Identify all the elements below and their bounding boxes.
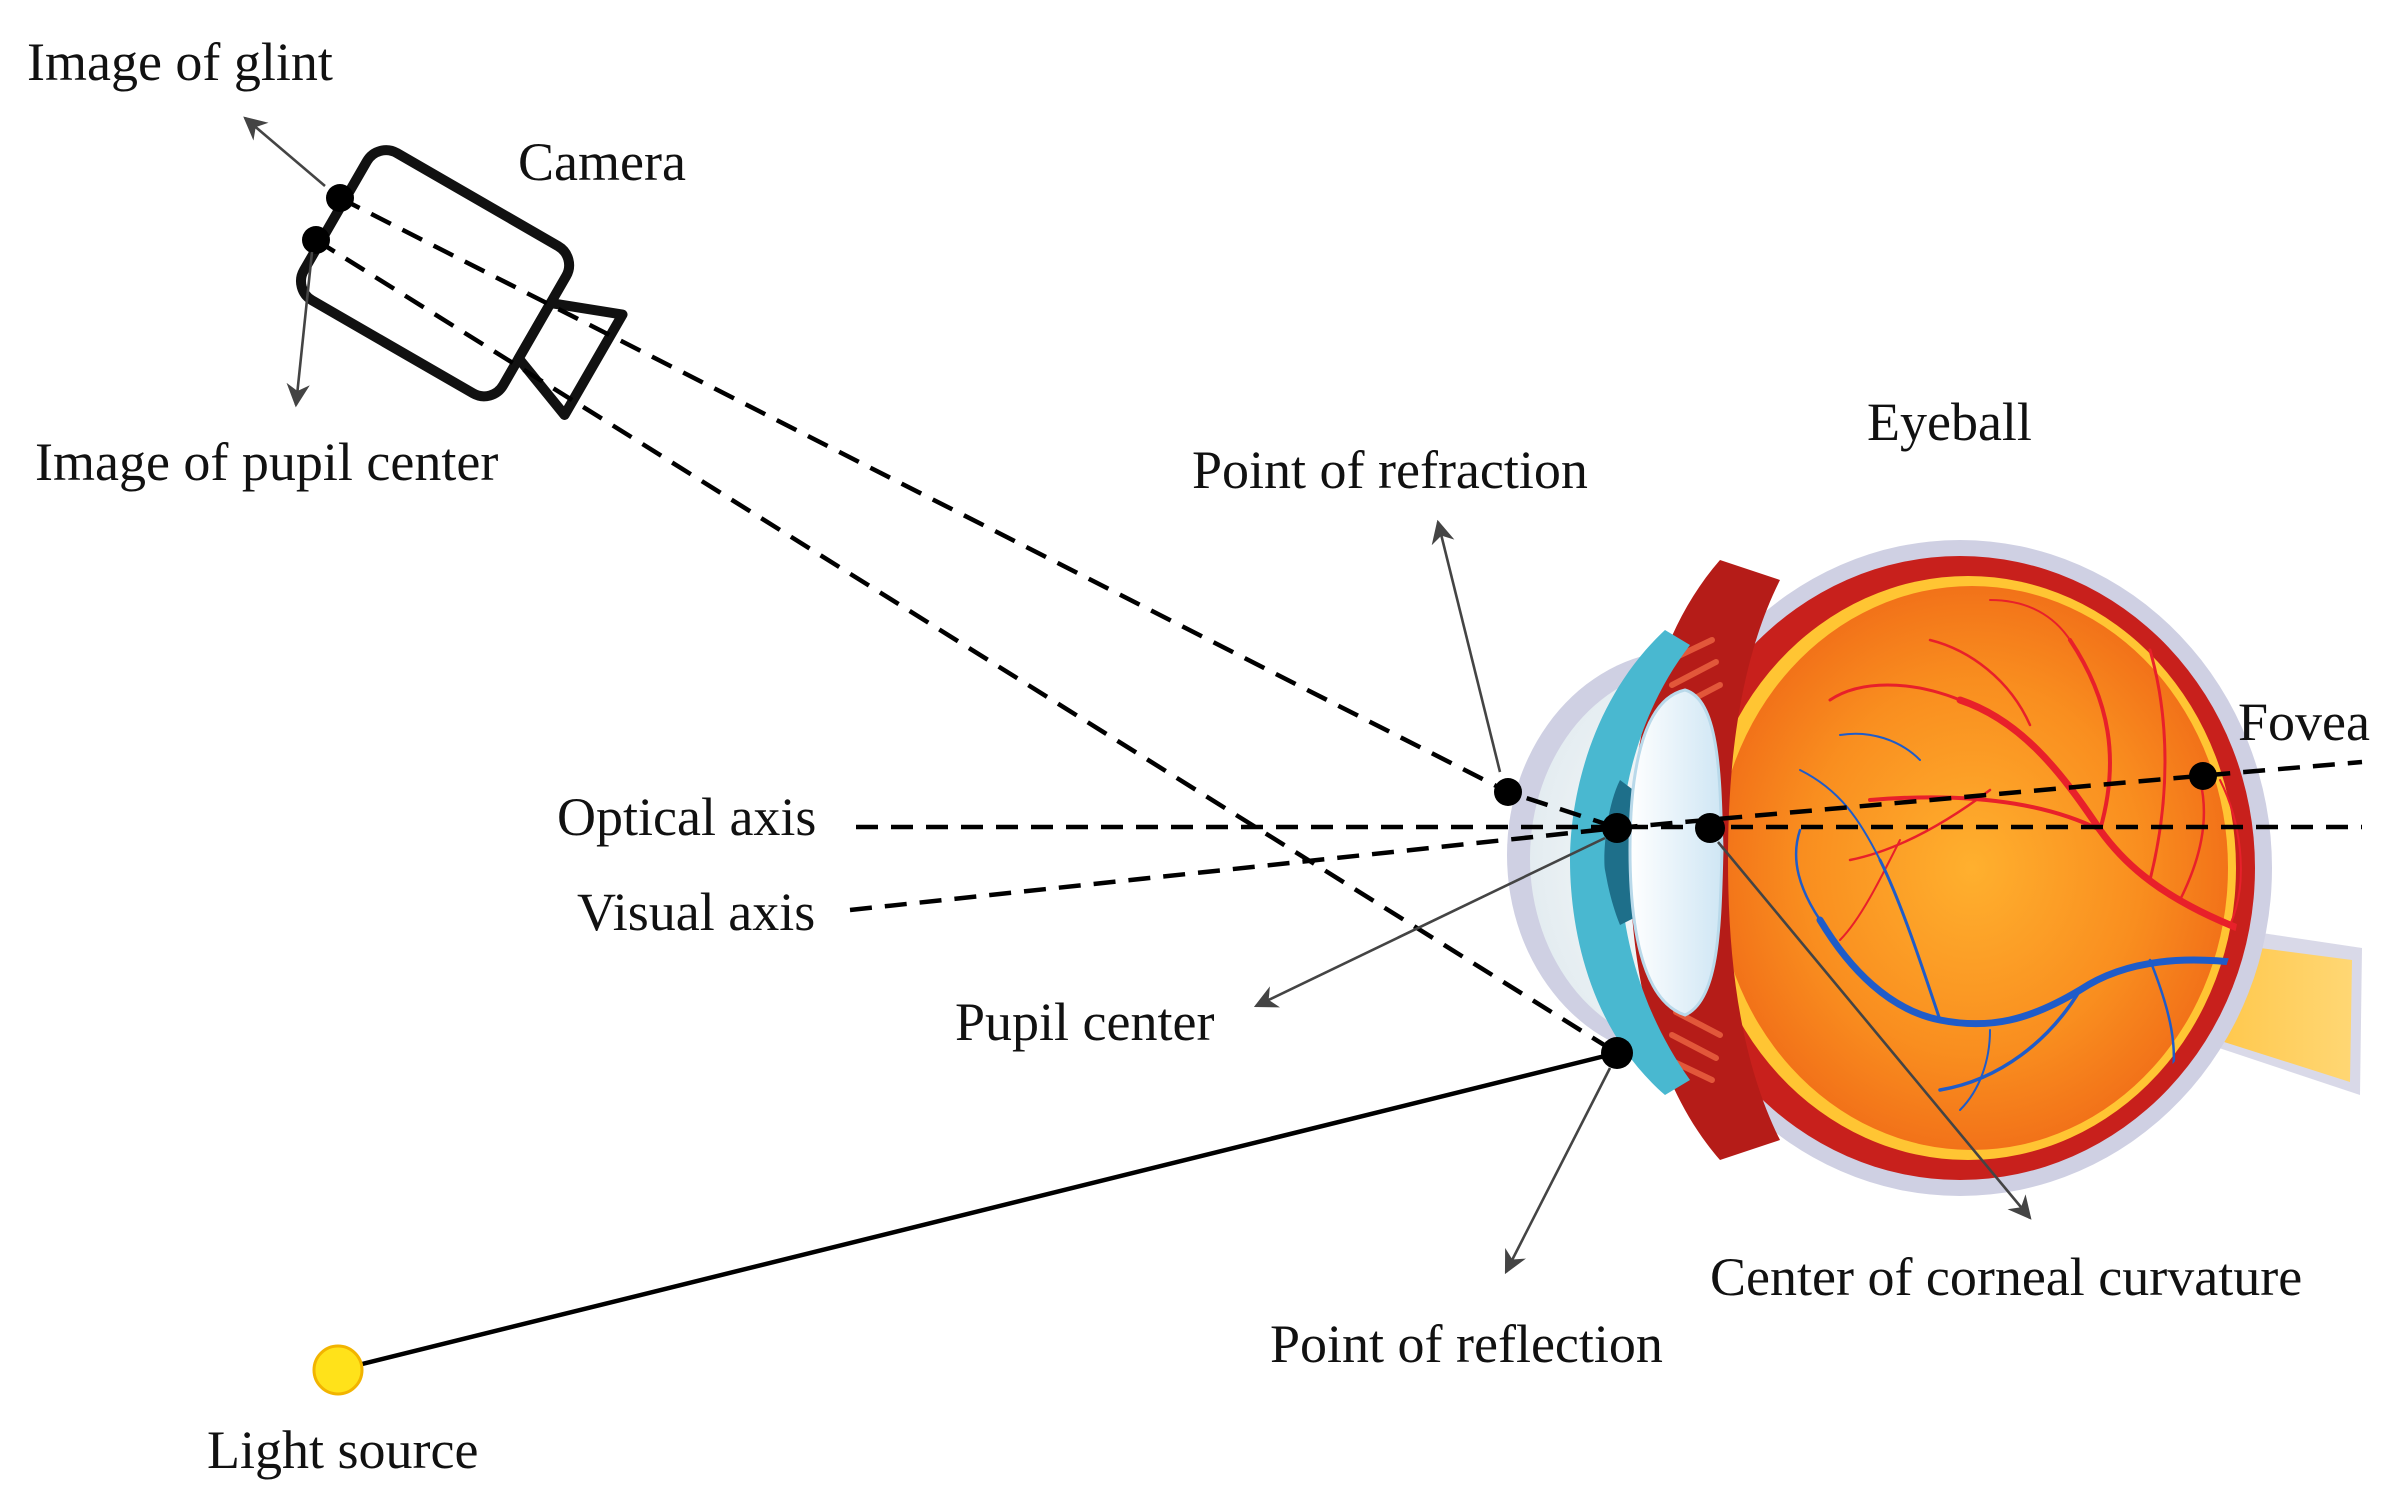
- ciliary-striations: [1667, 637, 1723, 1083]
- glint-image-point: [326, 184, 354, 212]
- arrow-point-of-reflection: [1504, 1067, 1612, 1275]
- vitreous-body: [1716, 586, 2228, 1150]
- points: [302, 184, 2217, 1396]
- label-camera: Camera: [518, 132, 686, 192]
- light-ray: [337, 1050, 1618, 1373]
- label-eyeball: Eyeball: [1867, 392, 2032, 452]
- label-point-of-refraction: Point of refraction: [1192, 440, 1588, 500]
- eyeball-illustration: [1507, 540, 2362, 1196]
- pupil-center-point: [1602, 813, 1632, 843]
- fovea-point: [2189, 762, 2217, 790]
- annotation-arrows: [243, 116, 2032, 1275]
- labels: Image of glint Camera Image of pupil cen…: [27, 32, 2370, 1480]
- label-optical-axis: Optical axis: [557, 787, 816, 847]
- label-point-of-reflection: Point of reflection: [1270, 1314, 1663, 1374]
- light-source-icon: [312, 1344, 364, 1396]
- pupil-image-point: [302, 226, 330, 254]
- label-visual-axis: Visual axis: [577, 882, 815, 942]
- corneal-curvature-center-point: [1695, 813, 1725, 843]
- visual-axis-line: [849, 759, 2363, 913]
- retinal-vessels: [1794, 599, 2242, 1111]
- label-image-of-glint: Image of glint: [27, 32, 333, 92]
- label-fovea: Fovea: [2238, 692, 2370, 752]
- label-pupil-center: Pupil center: [955, 992, 1214, 1052]
- ray-camera-to-reflection: [314, 238, 1619, 1055]
- arrow-pupil-center: [1253, 836, 1606, 1008]
- label-light-source: Light source: [207, 1420, 478, 1480]
- reflection-point: [1601, 1037, 1633, 1069]
- arrow-center-of-corneal-curvature: [1716, 841, 2032, 1220]
- cornea-blue-layer: [1570, 630, 1690, 1095]
- arrow-image-of-pupil-center: [286, 251, 314, 408]
- refraction-point: [1494, 778, 1522, 806]
- arrow-point-of-refraction: [1431, 519, 1502, 773]
- arrow-image-of-glint: [243, 116, 326, 187]
- label-center-of-corneal-curvature: Center of corneal curvature: [1710, 1247, 2302, 1307]
- label-image-of-pupil-center: Image of pupil center: [35, 432, 498, 492]
- lens: [1628, 688, 1724, 1017]
